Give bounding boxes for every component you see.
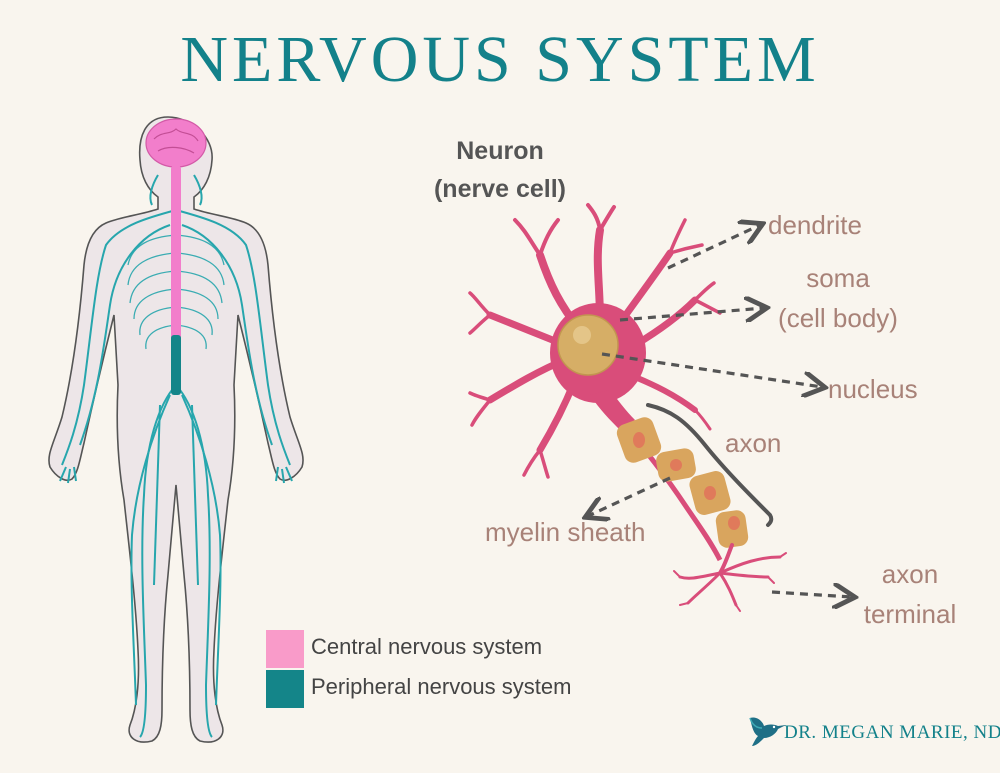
arrow-nucleus: [601, 352, 822, 387]
arrow-soma: [619, 308, 764, 320]
arrow-myelin: [588, 476, 671, 516]
label-axon-terminal: axon terminal: [850, 554, 970, 634]
hummingbird-logo: [749, 717, 786, 746]
legend-label-peripheral: Peripheral nervous system: [311, 674, 572, 699]
arrow-axon-terminal: [771, 592, 852, 597]
legend-swatch-central: [266, 630, 304, 668]
label-dendrite: dendrite: [768, 210, 862, 240]
brand: DR. MEGAN MARIE, ND: [746, 712, 1000, 748]
axon-hillock: [590, 390, 635, 430]
neuron-illustration: [468, 203, 787, 612]
label-myelin-sheath: myelin sheath: [485, 517, 646, 547]
brand-name: DR. MEGAN MARIE, ND: [784, 722, 1000, 743]
label-nucleus: nucleus: [828, 374, 918, 404]
label-axon-terminal-line2: terminal: [863, 599, 957, 629]
peripheral-nerves: [59, 174, 293, 738]
label-axon-terminal-line1: axon: [881, 559, 939, 589]
label-soma-line2: (cell body): [778, 303, 898, 333]
neuron-heading: Neuron (nerve cell): [400, 132, 600, 208]
arrow-dendrite: [667, 225, 760, 270]
label-soma: soma (cell body): [768, 258, 908, 338]
body-silhouette: [48, 116, 304, 743]
page-title: NERVOUS SYSTEM: [180, 23, 820, 96]
legend-swatch-peripheral: [266, 670, 304, 708]
cauda-equina: [171, 335, 181, 395]
myelin-sheath-segments: [616, 417, 749, 548]
neuron-heading-line2: (nerve cell): [433, 175, 566, 203]
human-body-figure: [48, 116, 304, 743]
central-nervous-system: [145, 118, 207, 395]
nucleus: [557, 314, 619, 376]
label-soma-line1: soma: [806, 263, 870, 293]
spinal-cord: [171, 165, 181, 390]
neuron-heading-line1: Neuron: [456, 137, 544, 165]
axon-terminal: [673, 543, 787, 612]
ribcage: [127, 234, 225, 350]
legend-label-central: Central nervous system: [311, 634, 543, 659]
axon-bracket: [646, 403, 774, 527]
label-axon: axon: [725, 428, 782, 458]
nucleolus: [573, 326, 591, 344]
